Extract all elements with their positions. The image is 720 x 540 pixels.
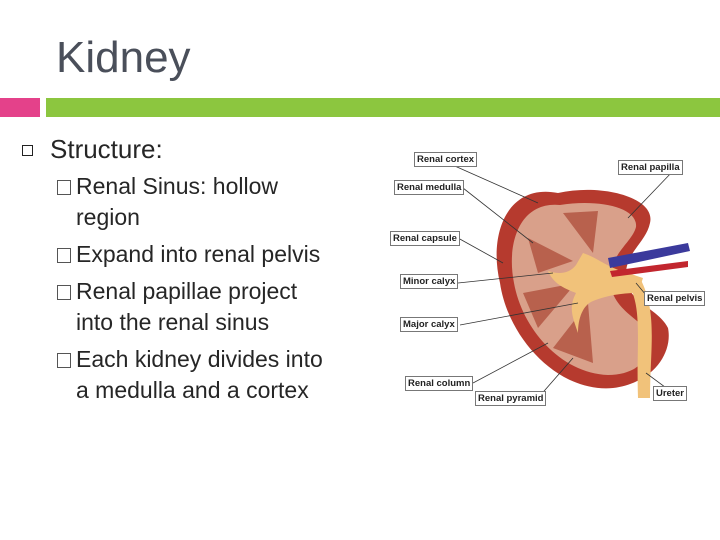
bullet-text: Renal Sinus: hollow — [76, 173, 279, 199]
checkbox-bullet-icon — [57, 248, 71, 263]
renal-vein — [608, 243, 690, 268]
checkbox-bullet-icon — [57, 180, 71, 195]
label-renal-column: Renal column — [405, 376, 474, 391]
slide-title: Kidney — [56, 33, 191, 82]
label-ureter: Ureter — [653, 386, 687, 401]
bullet-renal-sinus: Renal Sinus: hollow region — [57, 171, 367, 233]
accent-bar-pink — [0, 98, 40, 117]
bullet-text: Renal papillae project — [76, 278, 298, 304]
checkbox-bullet-icon — [57, 353, 71, 368]
renal-artery — [610, 261, 688, 277]
bullet-text-cont: region — [76, 204, 140, 230]
renal-pyramids — [523, 211, 598, 363]
bullet-expand-pelvis: Expand into renal pelvis — [57, 239, 367, 270]
structure-heading: Structure: — [50, 134, 163, 164]
bullet-text-cont: into the renal sinus — [76, 309, 270, 335]
ureter-shape — [628, 278, 652, 398]
bullet-marker — [22, 145, 33, 156]
label-major-calyx: Major calyx — [400, 317, 458, 332]
label-renal-pelvis: Renal pelvis — [644, 291, 706, 306]
bullet-text: Each kidney divides into — [76, 346, 323, 372]
checkbox-bullet-icon — [57, 285, 71, 300]
kidney-diagram: Renal cortex Renal papilla Renal medulla… — [388, 143, 718, 413]
kidney-illustration — [447, 162, 690, 399]
label-renal-pyramid: Renal pyramid — [475, 391, 547, 406]
bullet-renal-papillae: Renal papillae project into the renal si… — [57, 276, 367, 338]
bullet-text: Expand into renal pelvis — [76, 241, 321, 267]
accent-bar-green — [46, 98, 720, 117]
bullet-text-cont: a medulla and a cortex — [76, 377, 309, 403]
label-renal-capsule: Renal capsule — [390, 231, 460, 246]
label-renal-cortex: Renal cortex — [414, 152, 478, 167]
bullet-medulla-cortex: Each kidney divides into a medulla and a… — [57, 344, 367, 406]
label-renal-medulla: Renal medulla — [394, 180, 465, 195]
label-minor-calyx: Minor calyx — [400, 274, 459, 289]
label-renal-papilla: Renal papilla — [618, 160, 683, 175]
